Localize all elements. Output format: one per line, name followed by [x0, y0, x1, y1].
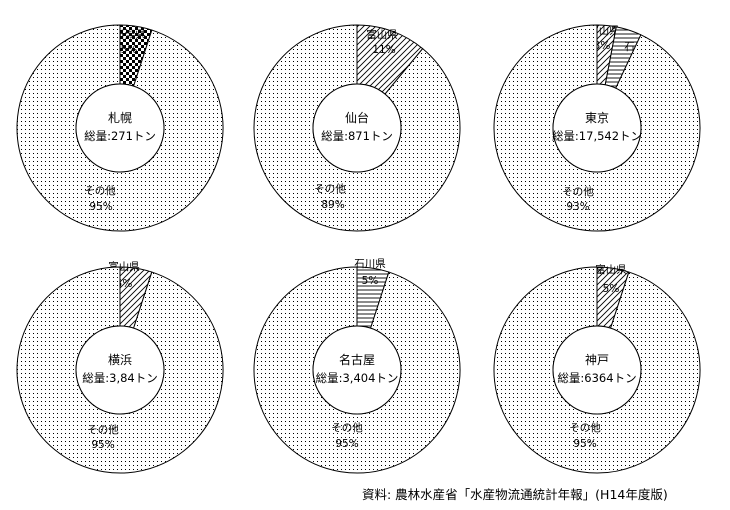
donut-hole [75, 83, 165, 173]
total-label: 総量:271トン [84, 129, 156, 143]
donut-hole [552, 83, 642, 173]
slice-value-label: 5% [362, 275, 379, 287]
city-label: 札幌 [108, 110, 132, 125]
city-label: 仙台 [345, 110, 369, 125]
slice-label: その他 [84, 184, 116, 197]
slice-label: 新潟県 [114, 28, 146, 41]
slice-value-label: 3% [594, 40, 611, 52]
slice-value-label: 93% [566, 201, 589, 213]
slice-label: その他 [314, 182, 346, 195]
slice-label: 富山県 [366, 28, 398, 41]
total-label: 総量:3,84トン [82, 371, 157, 385]
source-note: 資料: 農林水産省「水産物流通統計年報」(H14年度版) [362, 487, 668, 502]
total-label: 総量:17,542トン [552, 129, 642, 143]
slice-label: 富山県 [595, 263, 627, 276]
total-label: 総量:6364トン [557, 371, 636, 385]
city-label: 横浜 [108, 353, 132, 367]
slice-value-label: 95% [335, 438, 358, 450]
slice-value-label: 95% [89, 201, 112, 213]
city-label: 名古屋 [339, 352, 375, 367]
slice-value-label: 5% [121, 44, 138, 56]
slice-value-label: 95% [573, 438, 596, 450]
slice-value-label: 95% [91, 439, 114, 451]
slice-label: その他 [87, 423, 119, 436]
slice-value-label: 89% [321, 199, 344, 211]
donut-hole [75, 325, 165, 415]
slice-value-label: 11% [372, 44, 395, 56]
slice-label: その他 [331, 421, 363, 434]
donut-hole [312, 325, 402, 415]
city-label: 東京 [585, 111, 609, 125]
slice-label: その他 [569, 421, 601, 434]
donut-hole [312, 83, 402, 173]
slice-value-label: 5% [603, 283, 620, 295]
slice-label: その他 [562, 185, 594, 198]
slice-label: 石川県 [354, 258, 386, 270]
donut-hole [552, 325, 642, 415]
city-label: 神戸 [585, 353, 609, 367]
total-label: 総量:3,404トン [316, 371, 399, 385]
total-label: 総量:871トン [321, 129, 393, 143]
